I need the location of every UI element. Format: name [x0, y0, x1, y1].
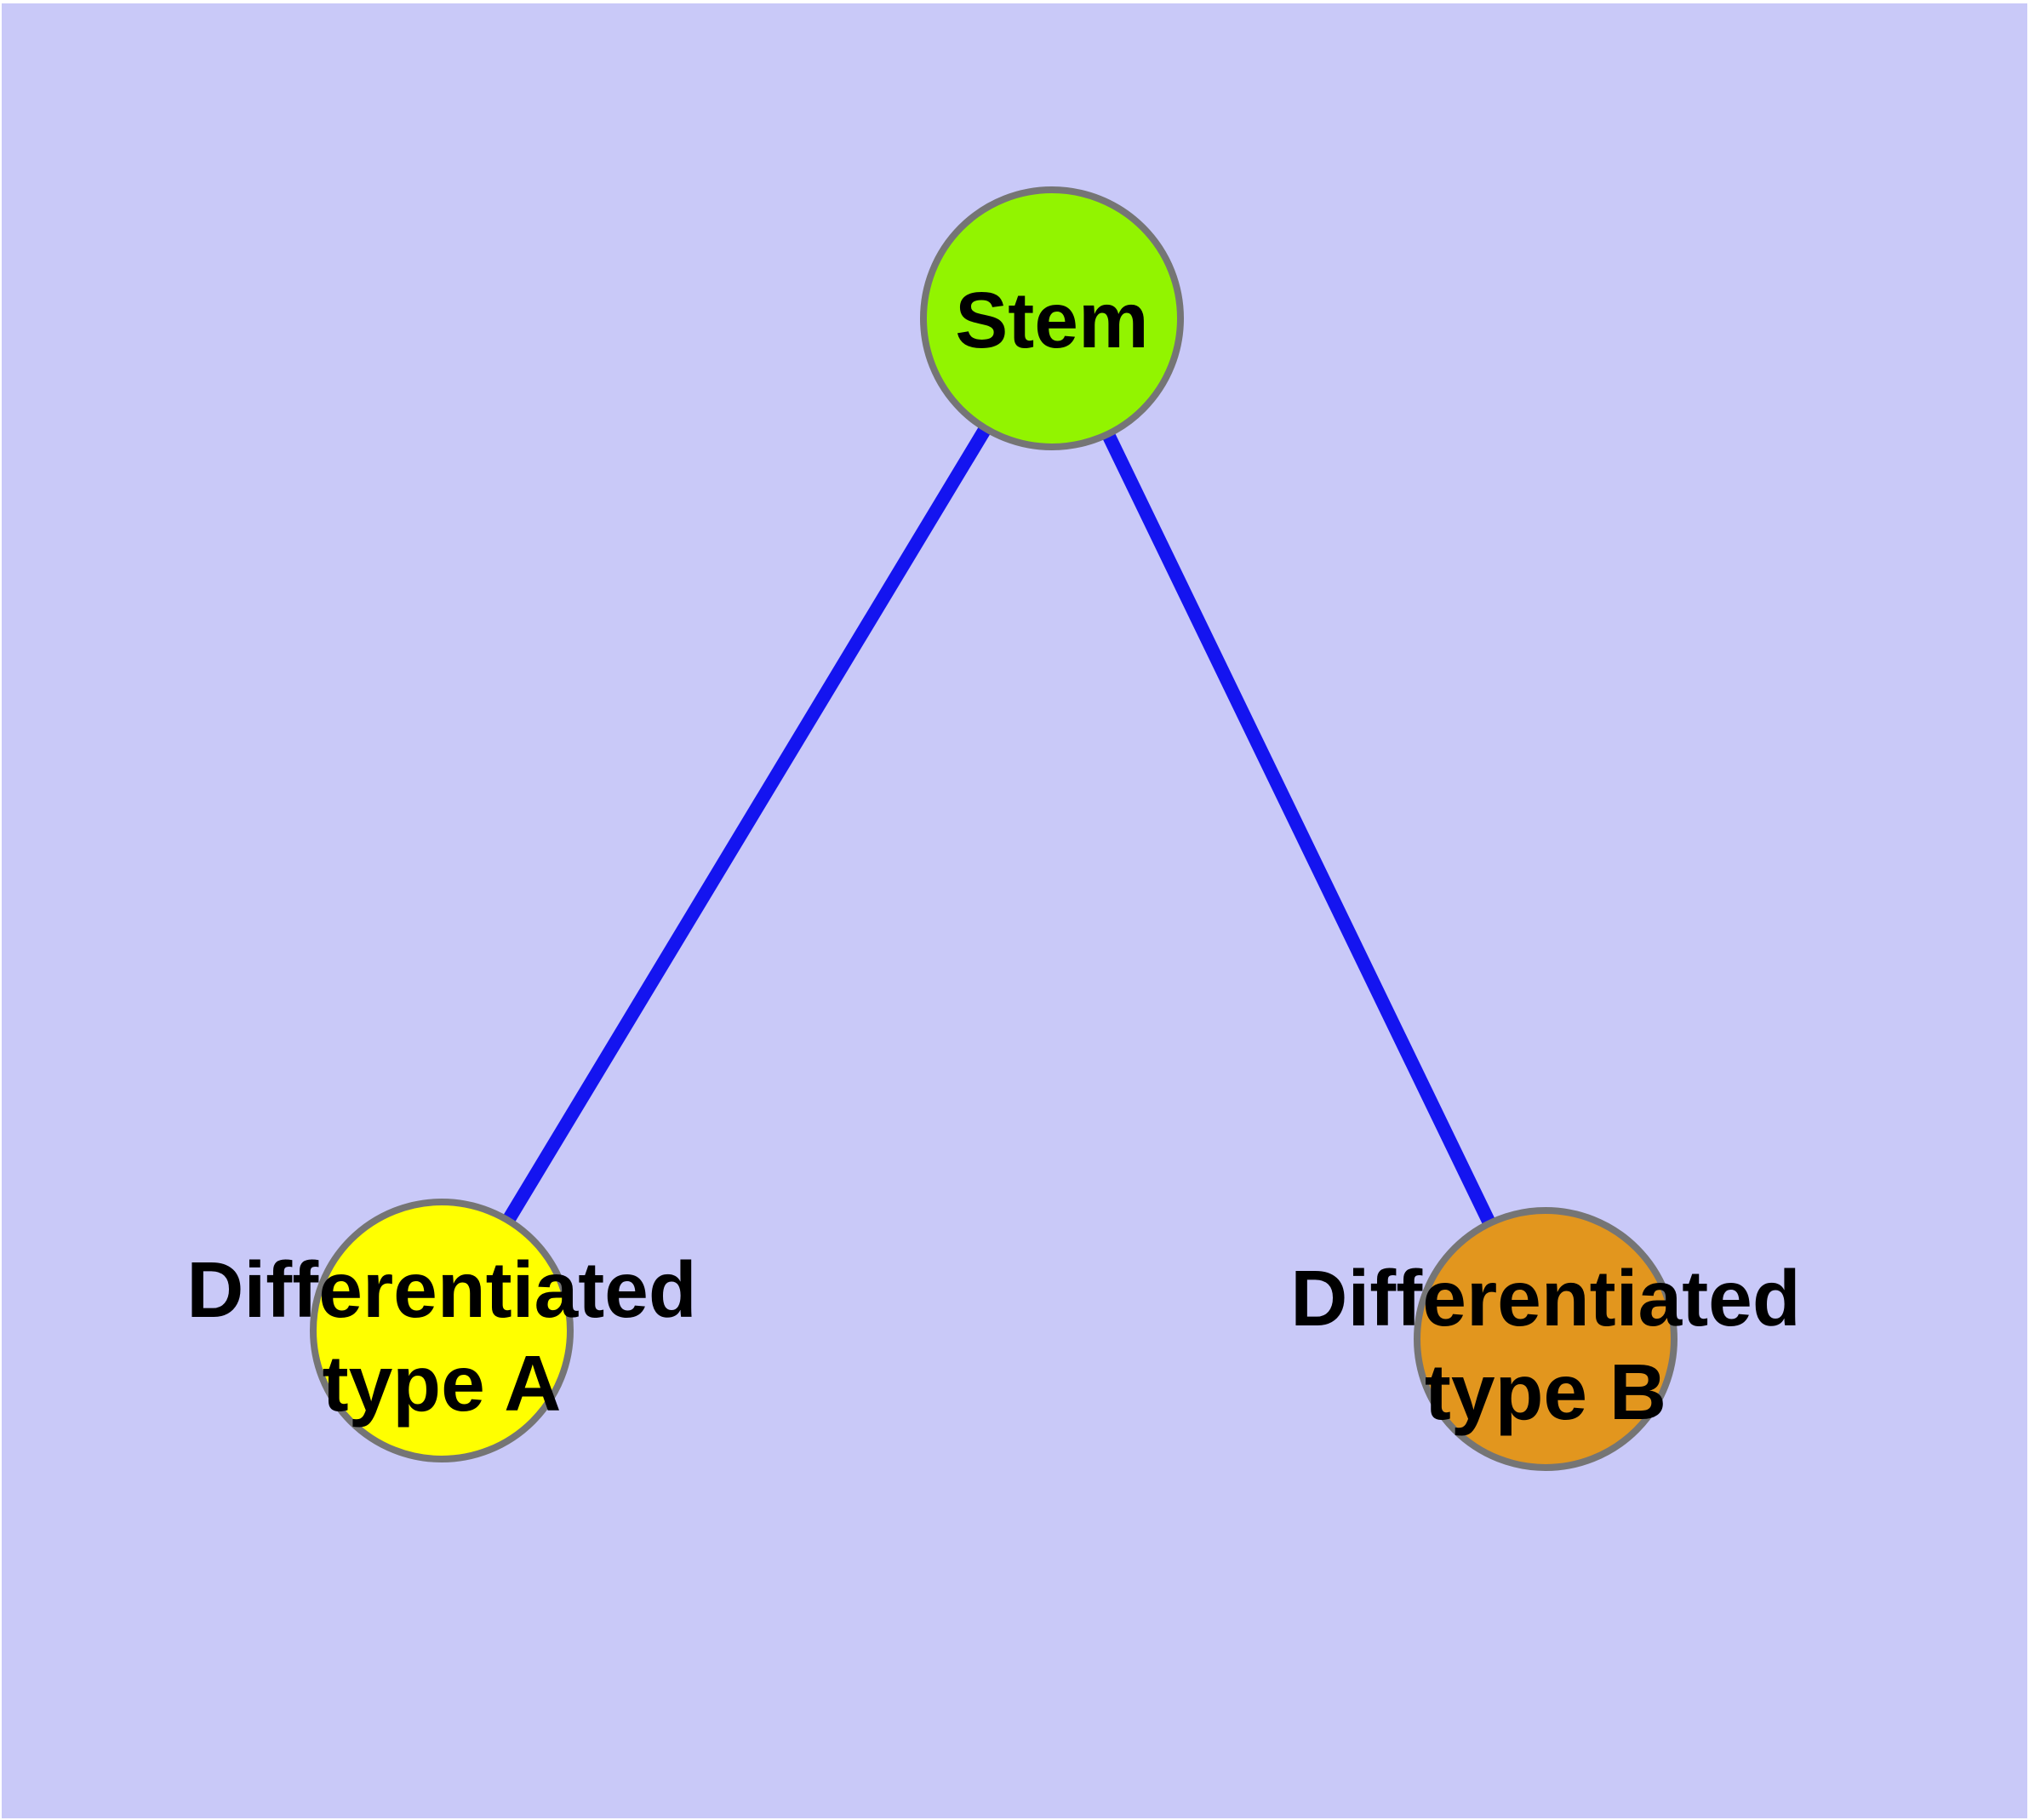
node-type-b-label-line1: Differentiated [1290, 1254, 1800, 1342]
node-type-b-label-line2: type B [1425, 1348, 1666, 1436]
edge-stem-to-type-a [436, 314, 1058, 1335]
node-type-a-circle [310, 1199, 574, 1462]
node-type-a-label-line1: Differentiated [186, 1245, 696, 1334]
node-stem-label: Stem [955, 276, 1148, 364]
node-stem-circle [920, 186, 1184, 450]
node-type-a-label-line2: type A [323, 1339, 562, 1428]
edge-stem-to-type-b [1045, 315, 1552, 1342]
node-type-b-circle [1414, 1207, 1677, 1471]
